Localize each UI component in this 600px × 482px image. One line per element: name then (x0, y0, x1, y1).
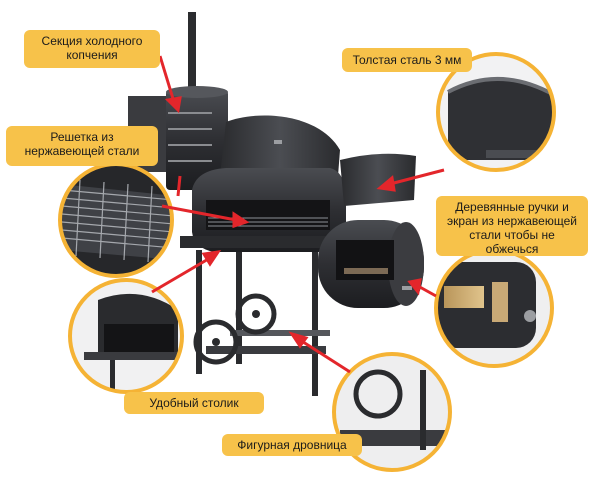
label-convenient-table: Удобный столик (124, 392, 264, 414)
label-thick-steel: Толстая сталь 3 мм (342, 48, 472, 72)
callout-table (68, 278, 184, 394)
main-chamber (180, 115, 355, 252)
callout-handles (434, 248, 554, 368)
wheel-front (193, 319, 239, 365)
callout-steel (436, 52, 556, 172)
arrows (151, 55, 445, 374)
label-wooden-handles: Деревянные ручки и экран из нержавеющей … (436, 196, 588, 256)
label-stainless-grate: Решетка из нержавеющей стали (6, 126, 158, 166)
callout-grate (58, 162, 174, 278)
wheel-rear (235, 293, 277, 335)
label-cold-smoke-section: Секция холодного копчения (24, 30, 160, 68)
label-figured-woodbox: Фигурная дровница (222, 434, 362, 456)
